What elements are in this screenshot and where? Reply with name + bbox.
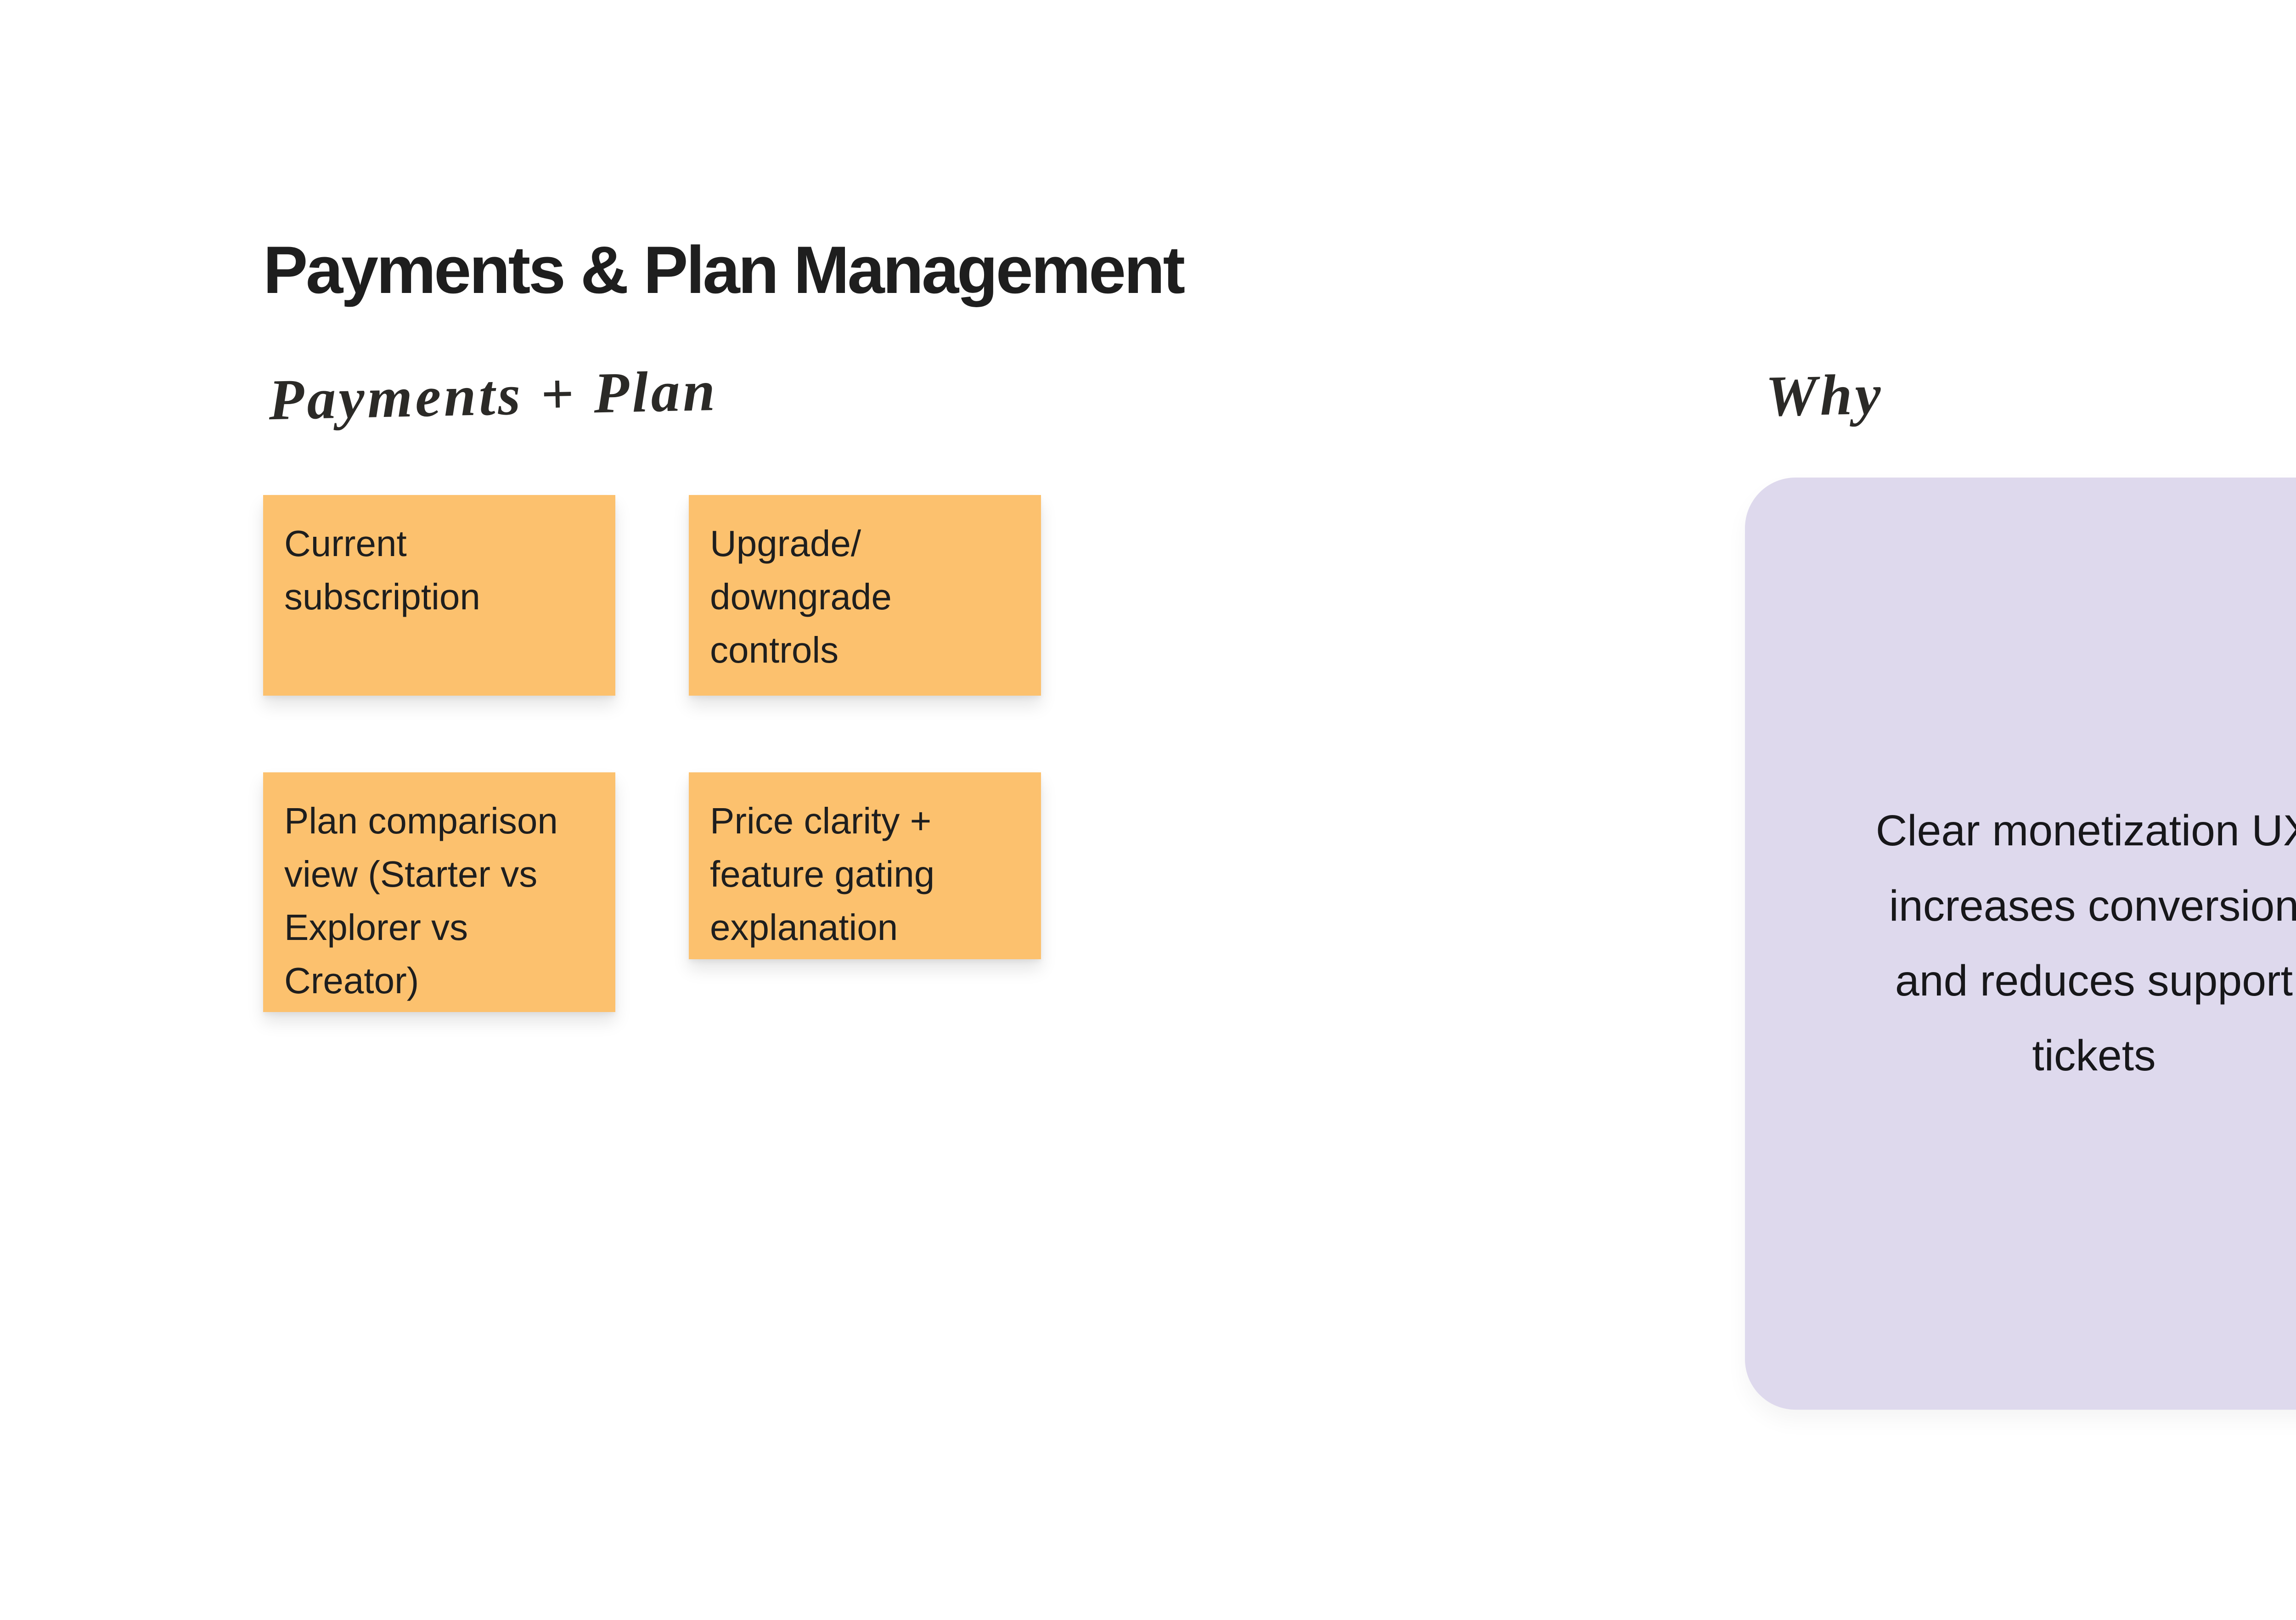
section-label-payments-plan[interactable]: Payments + Plan [268,359,719,433]
sticky-note-plan-comparison[interactable]: Plan comparison view (Starter vs Explore… [263,772,615,1012]
page-title[interactable]: Payments & Plan Management [263,232,1185,307]
sticky-note-current-subscription[interactable]: Current subscription [263,495,615,696]
section-label-why[interactable]: Why [1765,362,1885,429]
why-reason-card-text: Clear monetization UX increases conversi… [1875,806,2296,1080]
sticky-note-price-clarity[interactable]: Price clarity + feature gating explanati… [689,772,1041,959]
sticky-note-upgrade-downgrade[interactable]: Upgrade/ downgrade controls [689,495,1041,696]
why-reason-card[interactable]: Clear monetization UX increases conversi… [1745,478,2296,1410]
